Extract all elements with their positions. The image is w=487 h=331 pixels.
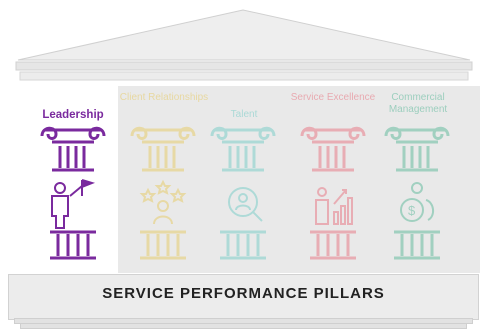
pillar-service-excellence — [300, 126, 366, 260]
pillar-title-service-excellence: Service Excellence — [290, 92, 376, 103]
pillar-title-client-relationships: Client Relationships — [119, 92, 209, 103]
base-banner — [8, 274, 479, 320]
base-label: SERVICE PERFORMANCE PILLARS — [102, 285, 385, 302]
person-with-flag-icon — [51, 179, 96, 229]
pillar-talent — [210, 126, 276, 260]
pillar-client-relationships — [130, 126, 196, 260]
magnifier-person-icon — [228, 187, 263, 222]
pillar-title-commercial-management: Commercial Management — [388, 92, 448, 115]
base-step-2 — [20, 323, 467, 329]
svg-text:$: $ — [408, 203, 416, 218]
money-gear-icon: $ — [400, 182, 434, 222]
pillar-title-leadership: Leadership — [42, 109, 104, 121]
growth-chart-icon — [315, 187, 353, 225]
pillar-title-talent: Talent — [230, 109, 258, 120]
pillar-leadership — [40, 126, 106, 260]
background-panel — [118, 86, 480, 273]
roof-pediment — [15, 9, 473, 81]
stars-people-icon — [139, 179, 187, 225]
pillar-commercial-management: $ — [384, 126, 450, 260]
